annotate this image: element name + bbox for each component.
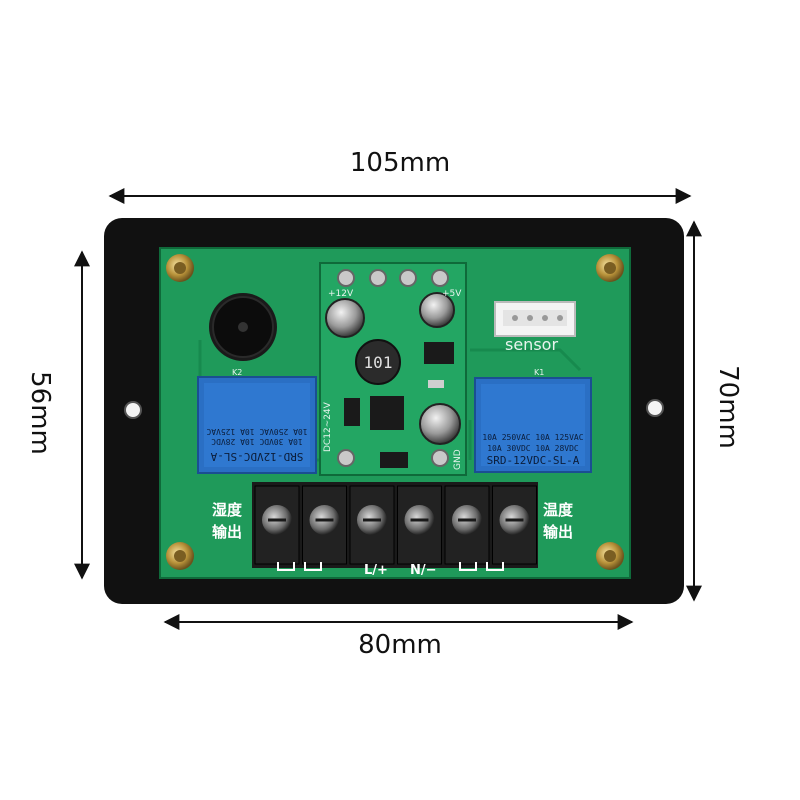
relay-right	[474, 377, 592, 473]
inductor	[355, 339, 401, 385]
relay-left-model: SRD-12VDC-SL-A	[210, 450, 303, 463]
sensor-connector	[494, 301, 576, 337]
power-module-board: 101 +12V +5V DC12~24V GND	[319, 262, 467, 476]
label-gnd: GND	[453, 449, 463, 470]
terminal-block	[252, 482, 538, 568]
top-dimension-label: 105mm	[349, 148, 451, 178]
relay-left-rating-2: 10A 250VAC 10A 125VAC	[206, 427, 307, 436]
capacitor-top-left	[325, 298, 365, 338]
relay-right-model: SRD-12VDC-SL-A	[487, 454, 580, 467]
label-12v: +12V	[328, 289, 354, 299]
inductor-label: 101	[364, 353, 393, 372]
relay-right-ref: K1	[534, 368, 544, 377]
sensor-label: sensor	[505, 335, 558, 354]
capacitor-bottom	[419, 403, 461, 445]
relay-right-rating-1: 10A 250VAC 10A 125VAC	[482, 433, 583, 442]
left-output-line1: 湿度	[212, 501, 243, 519]
terminal-brackets	[277, 562, 504, 571]
plate-hole-left	[124, 401, 142, 419]
relay-left-ref: K2	[232, 368, 242, 377]
left-output-line2: 输出	[212, 523, 242, 541]
bottom-dimension-label: 80mm	[358, 630, 442, 660]
relay-left	[197, 376, 317, 474]
terminal-label-neutral: N/−	[410, 563, 437, 578]
ic-chip	[370, 396, 404, 430]
relay-left-rating-1: 10A 30VDC 10A 28VDC	[211, 437, 303, 446]
plate-hole-right	[646, 399, 664, 417]
label-5v: +5V	[442, 289, 462, 299]
corner-screws	[166, 254, 624, 570]
label-dc: DC12~24V	[323, 401, 333, 452]
right-output-line2: 输出	[543, 523, 573, 541]
relay-right-rating-2: 10A 30VDC 10A 28VDC	[487, 444, 579, 453]
terminal-label-live: L/+	[364, 563, 388, 578]
right-output-line1: 温度	[543, 501, 574, 519]
capacitor-top-right	[419, 292, 455, 328]
buzzer	[209, 293, 277, 361]
